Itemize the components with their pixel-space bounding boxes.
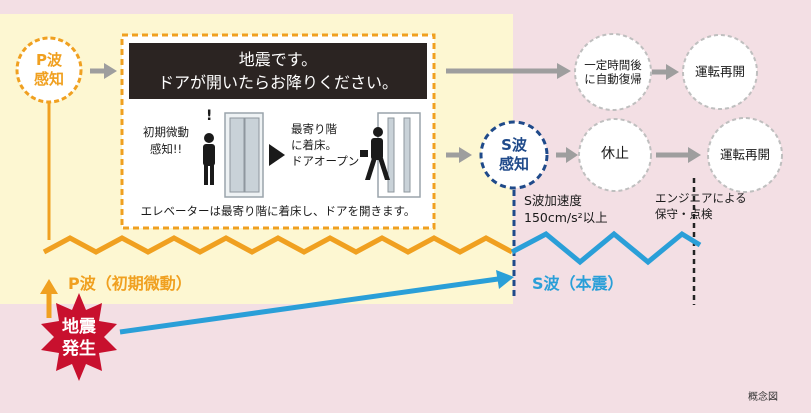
p-wave-label: P波（初期微動） [68,274,192,293]
notice-message: 地震です。 ドアが開いたらお降りください。 [129,43,427,99]
quake-burst [41,293,117,381]
engineer-label: エンジニアによる 保守・点検 [655,191,747,221]
gray-arrows [90,63,701,163]
s-detect-label: S波 感知 [498,136,529,173]
resume-2-circle [707,117,783,193]
initial-tremor-text: 初期微動 感知!! [143,125,189,156]
notice-caption: エレベーターは最寄り階に着床し、ドアを開きます。 [140,204,416,218]
halt-circle [578,118,652,192]
auto-recover-circle [574,33,652,111]
p-detect-circle [15,36,83,104]
quake-up-arrow-head [40,279,58,294]
p-wave-line [42,235,514,255]
quake-to-s-arrow-shaft [119,276,499,335]
elevator-open-illustration [377,112,421,198]
auto-recover-label: 一定時間後 に自動復帰 [584,57,642,86]
s-detect-circle [479,120,549,190]
nearest-floor-text: 最寄り階 に着床。 ドアオープン [291,122,360,168]
person-standing-icon [203,133,215,185]
person-walking-icon [360,127,390,180]
s-wave-line [510,230,702,266]
s-wave-label: S波（本震） [532,274,624,293]
halt-label: 休止 [601,146,629,163]
elevator-closed-illustration [224,112,264,198]
resume-1-label: 運転再開 [694,64,745,80]
s-acceleration-label: S波加速度 150cm/s²以上 [524,193,608,225]
resume-2-label: 運転再開 [719,147,770,163]
play-arrow-icon [269,144,285,166]
exclamation-mark: ! [206,108,213,124]
resume-1-circle [682,34,758,110]
quake-start-label: 地震 発生 [62,317,96,359]
p-detect-label: P波 感知 [33,51,64,88]
quake-to-s-arrow-head [496,270,514,289]
concept-label: 概念図 [748,392,778,403]
